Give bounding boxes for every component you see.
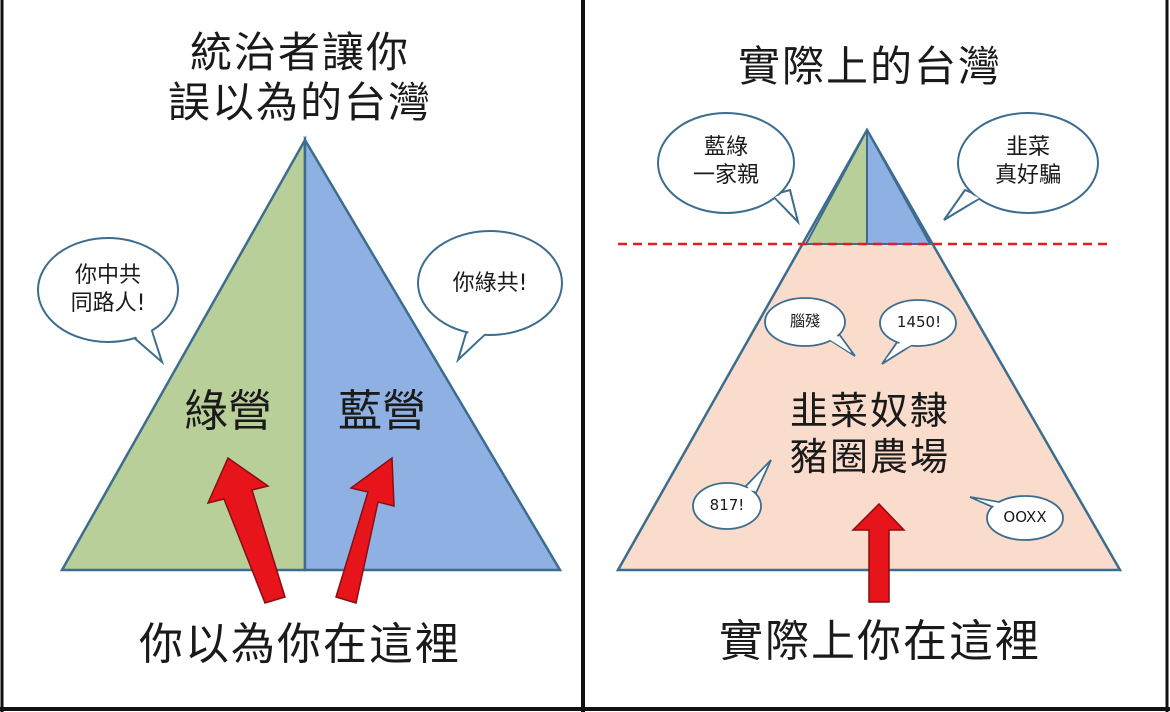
speech-bubble-top-left <box>657 112 800 226</box>
left-title-line1: 統治者讓你 <box>189 28 410 77</box>
blue-camp-triangle-half <box>303 135 563 572</box>
pyramid-top-blue <box>866 129 932 245</box>
arrow-to-blue <box>335 456 395 604</box>
bubble-left-text: 你中共 同路人! <box>48 262 168 318</box>
left-title-line2: 誤以為的台灣 <box>167 77 432 127</box>
speech-bubble-ooxx <box>969 495 1064 541</box>
bubble-top-left-line2: 一家親 <box>692 163 759 189</box>
bubble-right-text: 你綠共! <box>452 271 528 296</box>
center-caption-line1: 韭菜奴隸 <box>789 389 950 433</box>
bubble-ooxx-text: OOXX <box>1003 508 1047 526</box>
bubble-top-right-line2: 真好騙 <box>994 163 1061 189</box>
arrow-to-green <box>206 456 286 604</box>
bubble-1450-text: 1450! <box>896 313 942 331</box>
speech-bubble-817 <box>692 459 772 530</box>
bubble-817-text: 817! <box>709 496 745 514</box>
bubble-top-right-text: 韭菜 真好騙 <box>970 134 1086 190</box>
arrow-to-base <box>851 502 906 603</box>
speech-bubble-right <box>417 230 563 364</box>
left-bottom-caption: 你以為你在這裡 <box>139 619 461 670</box>
green-camp-label: 綠營 <box>184 386 272 437</box>
speech-bubble-naocan <box>764 297 856 357</box>
center-caption-line2: 豬圈農場 <box>789 435 950 480</box>
bubble-left-line1: 你中共 <box>74 263 141 288</box>
bubble-naocan-text: 腦殘 <box>789 312 820 330</box>
left-title: 統治者讓你 誤以為的台灣 <box>120 28 480 127</box>
blue-camp-label: 藍營 <box>338 386 426 437</box>
bubble-top-left-line1: 藍綠 <box>703 135 748 160</box>
center-caption: 韭菜奴隸 豬圈農場 <box>740 388 1000 481</box>
right-title: 實際上的台灣 <box>737 42 1002 91</box>
bubble-left-line2: 同路人! <box>70 291 146 317</box>
speech-bubble-1450 <box>879 299 957 365</box>
speech-bubble-top-right <box>943 112 1099 221</box>
bubble-top-right-line1: 韭菜 <box>1005 135 1050 160</box>
right-bottom-caption: 實際上你在這裡 <box>719 616 1041 667</box>
bubble-top-left-text: 藍綠 一家親 <box>668 134 784 190</box>
speech-bubble-left <box>37 237 179 366</box>
